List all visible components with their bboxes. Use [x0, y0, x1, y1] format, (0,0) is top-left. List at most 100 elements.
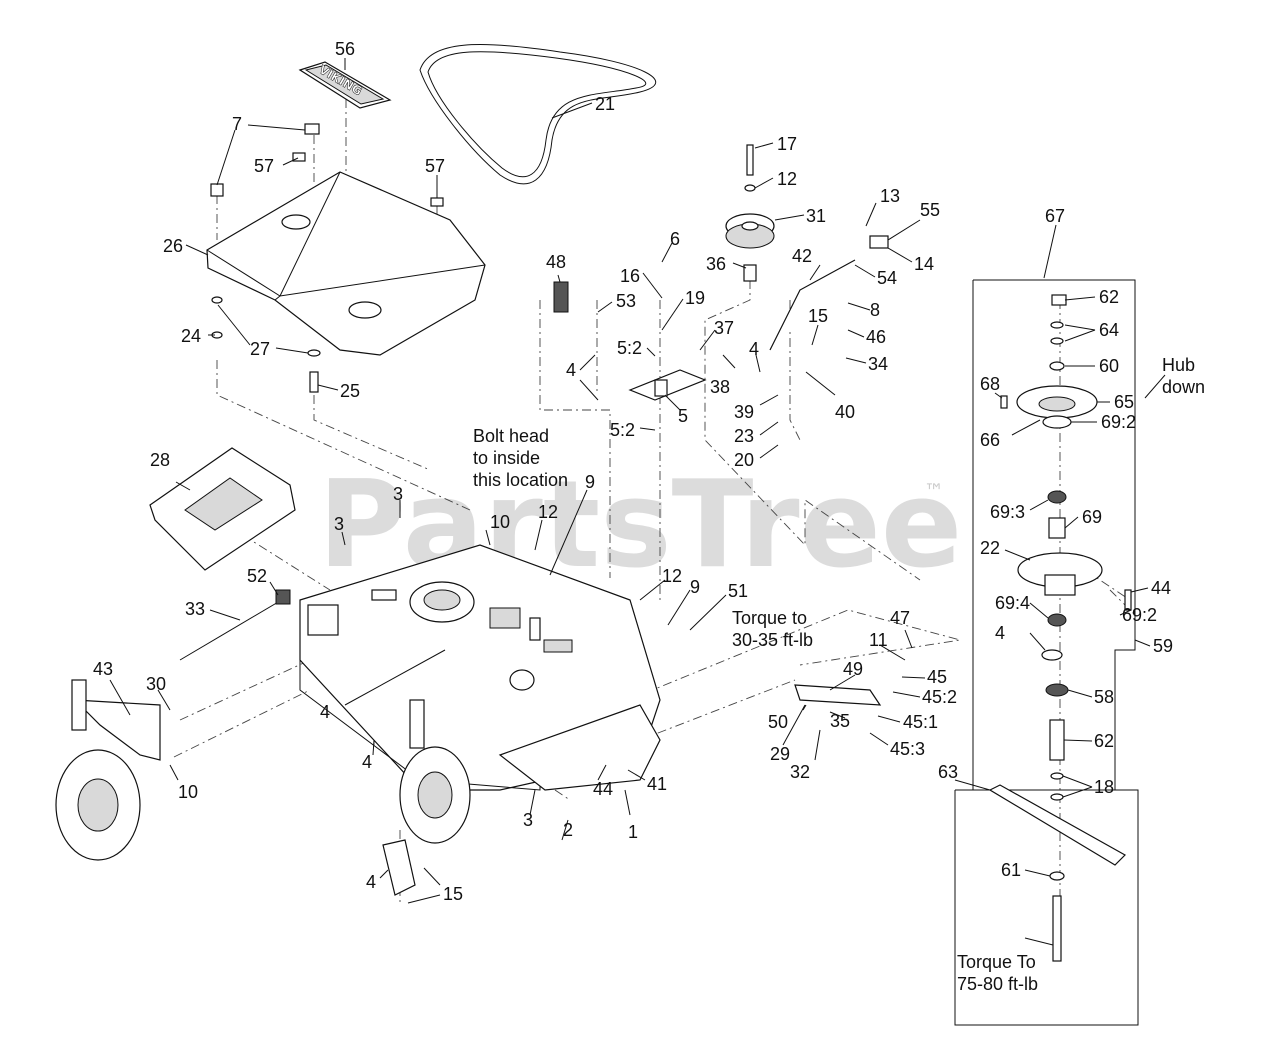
callout: 12	[538, 502, 558, 522]
callout: 69:2	[1122, 605, 1157, 625]
callout: 42	[792, 246, 812, 266]
callout: 57	[425, 156, 445, 176]
callout: 38	[710, 377, 730, 397]
rod-spring	[275, 589, 291, 605]
note-line: to inside	[473, 448, 540, 468]
note-line: Bolt head	[473, 426, 549, 446]
callout: 56	[335, 39, 355, 59]
callout: 5:2	[610, 420, 635, 440]
cover-knobs	[210, 123, 444, 207]
callout: 62	[1099, 287, 1119, 307]
callout: 39	[734, 402, 754, 422]
callout: 50	[768, 712, 788, 732]
callout: 37	[714, 318, 734, 338]
callout: 45:2	[922, 687, 957, 707]
deck-caster	[399, 699, 471, 844]
callout: 60	[1099, 356, 1119, 376]
callout: 22	[980, 538, 1000, 558]
drive-belt-inner	[427, 51, 647, 178]
note-bolt-head: Bolt head to inside this location	[473, 426, 568, 490]
callout: 41	[647, 774, 667, 794]
callout: 3	[334, 514, 344, 534]
callout: 20	[734, 450, 754, 470]
callout: 69:2	[1101, 412, 1136, 432]
note-line: this location	[473, 470, 568, 490]
callout: 9	[690, 577, 700, 597]
callout: 7	[232, 114, 242, 134]
callout: 12	[777, 169, 797, 189]
callout: 4	[362, 752, 372, 772]
callout: 67	[1045, 206, 1065, 226]
callout: 57	[254, 156, 274, 176]
callout: 33	[185, 599, 205, 619]
callout: 69	[1082, 507, 1102, 527]
callout: 45:1	[903, 712, 938, 732]
callout: 63	[938, 762, 958, 782]
callout: 68	[980, 374, 1000, 394]
callout: 13	[880, 186, 900, 206]
callout: 15	[808, 306, 828, 326]
callout: 35	[830, 711, 850, 731]
spring	[553, 281, 569, 313]
callout: 16	[620, 266, 640, 286]
callout: 43	[93, 659, 113, 679]
callout: 26	[163, 236, 183, 256]
rod	[179, 597, 286, 661]
callout: 29	[770, 744, 790, 764]
callout: 32	[790, 762, 810, 782]
callout: 23	[734, 426, 754, 446]
callout: 27	[250, 339, 270, 359]
callout: 69:4	[995, 593, 1030, 613]
callout: 31	[806, 206, 826, 226]
callout: 24	[181, 326, 201, 346]
callout: 17	[777, 134, 797, 154]
lift-bracket	[794, 684, 882, 706]
callout: 59	[1153, 636, 1173, 656]
callout: 51	[728, 581, 748, 601]
mower-deck	[299, 544, 661, 791]
callout: 4	[995, 623, 1005, 643]
callout: 3	[393, 484, 403, 504]
callout: 55	[920, 200, 940, 220]
callout: 6	[670, 229, 680, 249]
callout: 58	[1094, 687, 1114, 707]
callout: 4	[749, 339, 759, 359]
adjuster-nut	[869, 235, 889, 249]
callout: 46	[866, 327, 886, 347]
note-hub-down: Hub down	[1162, 355, 1205, 397]
callout: 30	[146, 674, 166, 694]
callout: 25	[340, 381, 360, 401]
callout: 64	[1099, 320, 1119, 340]
blade-assembly-box	[954, 789, 1139, 1026]
callout: 62	[1094, 731, 1114, 751]
note-torque-spindle: Torque to 30-35 ft-lb	[732, 608, 813, 650]
watermark-trademark: ™	[924, 479, 944, 503]
logo-decal	[298, 61, 392, 109]
callout: 10	[490, 512, 510, 532]
callout: 40	[835, 402, 855, 422]
drive-belt	[419, 44, 656, 185]
discharge-guard	[149, 447, 296, 571]
note-line: Torque To	[957, 952, 1036, 972]
note-line: 30-35 ft-lb	[732, 630, 813, 650]
idler-arm	[769, 259, 856, 351]
callout: 47	[890, 608, 910, 628]
callout: 36	[706, 254, 726, 274]
callout: 45:3	[890, 739, 925, 759]
spacer	[654, 379, 668, 397]
callout: 3	[523, 810, 533, 830]
callout: 1	[628, 822, 638, 842]
callout: 19	[685, 288, 705, 308]
front-caster	[55, 679, 161, 861]
callout: 4	[320, 702, 330, 722]
callout: 21	[595, 94, 615, 114]
callout: 69:3	[990, 502, 1025, 522]
note-line: Hub	[1162, 355, 1195, 375]
callout: 12	[662, 566, 682, 586]
callout: 52	[247, 566, 267, 586]
callout: 8	[870, 300, 880, 320]
callout: 28	[150, 450, 170, 470]
note-line: down	[1162, 377, 1205, 397]
callout: 9	[585, 472, 595, 492]
